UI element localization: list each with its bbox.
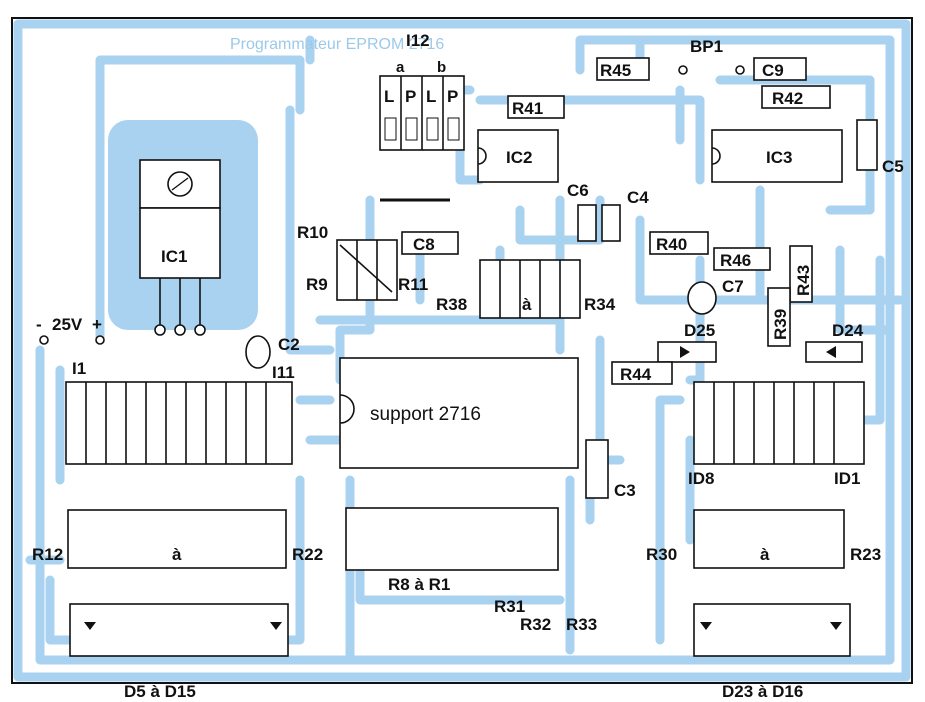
label-id8: ID8 bbox=[688, 469, 714, 488]
d23-d16-leds bbox=[693, 603, 851, 657]
label-d5-d15: D5 à D15 bbox=[124, 682, 196, 701]
label-r44: R44 bbox=[620, 365, 652, 384]
label-ic1: IC1 bbox=[161, 247, 187, 266]
label-r41: R41 bbox=[512, 99, 543, 118]
label-r10: R10 bbox=[297, 223, 328, 242]
board-title: Programmateur EPROM 2716 bbox=[230, 36, 444, 53]
label-c5: C5 bbox=[882, 157, 904, 176]
r30-r23-array bbox=[693, 509, 845, 569]
ic3-chip bbox=[711, 129, 843, 183]
r42-resistor bbox=[761, 85, 831, 109]
r39-resistor bbox=[767, 287, 791, 347]
label-i11: I11 bbox=[272, 363, 295, 382]
r38-r34-block bbox=[479, 259, 581, 319]
r43-resistor bbox=[789, 245, 813, 303]
d5-d15-leds bbox=[69, 603, 289, 657]
board-outline bbox=[11, 17, 913, 684]
label-bp1: BP1 bbox=[690, 37, 723, 56]
label-d24: D24 bbox=[832, 321, 864, 340]
label-d25: D25 bbox=[684, 321, 715, 340]
label-ic3: IC3 bbox=[766, 148, 792, 167]
bp1-pad-right bbox=[735, 65, 745, 75]
c7-capacitor bbox=[687, 281, 717, 315]
c5-capacitor bbox=[856, 119, 878, 171]
bp1-pad-left bbox=[678, 65, 688, 75]
label-r39: R39 bbox=[771, 309, 790, 340]
label-ic2: IC2 bbox=[506, 148, 532, 167]
label-p1: P bbox=[405, 87, 416, 106]
label-l2: L bbox=[426, 87, 436, 106]
label-r9: R9 bbox=[306, 275, 328, 294]
label-c8: C8 bbox=[413, 235, 435, 254]
label-p2: P bbox=[447, 87, 458, 106]
label-r43: R43 bbox=[794, 265, 813, 296]
c3-capacitor bbox=[585, 439, 609, 499]
label-r31: R31 bbox=[494, 597, 525, 616]
label-a-mid: à bbox=[522, 295, 532, 314]
label-c3: C3 bbox=[614, 481, 636, 500]
r45-resistor bbox=[596, 57, 650, 81]
ic1-regulator bbox=[139, 159, 221, 336]
r12-r22-array bbox=[67, 509, 287, 569]
id8-id1-switch-bank bbox=[693, 381, 865, 465]
label-b: b bbox=[437, 59, 446, 76]
c4-capacitor bbox=[601, 204, 621, 242]
label-25v: 25V bbox=[52, 315, 83, 334]
label-a-right: à bbox=[760, 545, 770, 564]
power-minus-pad bbox=[39, 335, 49, 345]
label-c2: C2 bbox=[278, 335, 300, 354]
label-minus: - bbox=[36, 315, 42, 334]
r44-resistor bbox=[611, 361, 673, 385]
label-r12: R12 bbox=[32, 545, 63, 564]
label-r33: R33 bbox=[566, 615, 597, 634]
label-r38: R38 bbox=[436, 295, 467, 314]
label-id1: ID1 bbox=[834, 469, 860, 488]
label-c4: C4 bbox=[627, 188, 649, 207]
i12-switch-block bbox=[379, 75, 465, 151]
r40-resistor bbox=[649, 231, 709, 255]
r46-resistor bbox=[713, 247, 771, 271]
c8-capacitor bbox=[401, 231, 459, 255]
label-a: a bbox=[396, 59, 405, 76]
label-d23-d16: D23 à D16 bbox=[722, 682, 803, 701]
ic2-chip bbox=[477, 129, 559, 183]
label-r40: R40 bbox=[656, 235, 687, 254]
label-r30: R30 bbox=[646, 545, 677, 564]
label-c7: C7 bbox=[722, 277, 744, 296]
label-r22: R22 bbox=[292, 545, 323, 564]
label-support-2716: support 2716 bbox=[370, 404, 481, 425]
outer-trace bbox=[13, 19, 911, 682]
label-l1: L bbox=[384, 87, 394, 106]
label-c9: C9 bbox=[762, 61, 784, 80]
label-r45: R45 bbox=[600, 61, 631, 80]
label-r34: R34 bbox=[584, 295, 616, 314]
label-r11: R11 bbox=[398, 275, 428, 294]
label-i1: I1 bbox=[72, 359, 86, 378]
label-c6: C6 bbox=[567, 181, 589, 200]
label-a-left: à bbox=[172, 545, 182, 564]
label-i12: I12 bbox=[406, 31, 430, 50]
c2-capacitor bbox=[245, 335, 271, 369]
i1-i11-switch-bank bbox=[65, 381, 293, 465]
eprom-socket bbox=[339, 357, 579, 469]
label-r46: R46 bbox=[720, 251, 751, 270]
label-plus: + bbox=[92, 315, 102, 334]
power-plus-pad bbox=[95, 335, 105, 345]
label-r42: R42 bbox=[772, 89, 803, 108]
r8-r1-array bbox=[345, 507, 559, 571]
c9-capacitor bbox=[753, 57, 807, 81]
label-r32: R32 bbox=[520, 615, 551, 634]
r41-resistor bbox=[507, 95, 565, 119]
label-r8-r1: R8 à R1 bbox=[388, 575, 450, 594]
c6-capacitor bbox=[577, 204, 597, 242]
label-r23: R23 bbox=[850, 545, 881, 564]
